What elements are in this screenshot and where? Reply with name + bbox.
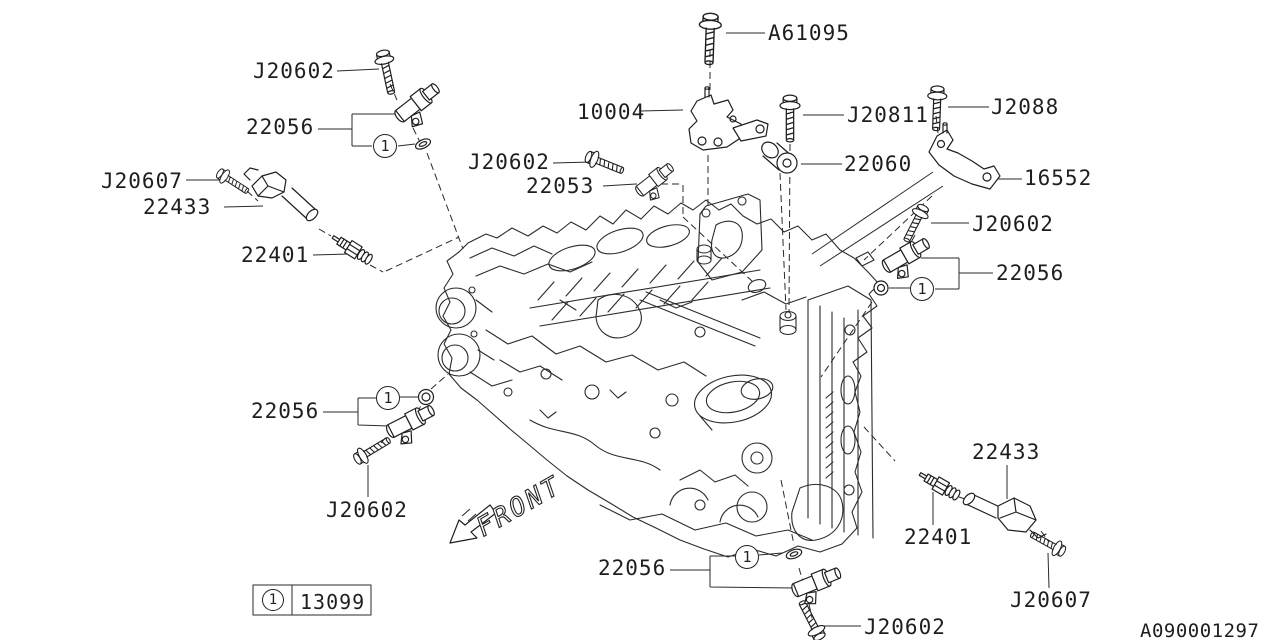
- oring-top-left-drawing: [413, 136, 433, 152]
- camshaft-sensor-top-left-drawing: [391, 79, 451, 135]
- spark-plug-left-drawing: [331, 235, 373, 265]
- callout-symbol-bottom-center: 1: [735, 545, 759, 569]
- knock-sensor-22060-drawing: [761, 141, 798, 174]
- part-label-22060: 22060: [844, 152, 913, 176]
- callout-symbol-right: 1: [910, 277, 934, 301]
- legend-callout-symbol: 1: [262, 589, 284, 611]
- part-label-j20607-bottom-right: J20607: [1010, 588, 1092, 612]
- sensor-22053-drawing: [632, 159, 683, 207]
- bolt-j20602-top-left-drawing: [372, 47, 402, 97]
- part-label-22056-right: 22056: [996, 261, 1065, 285]
- bolt-j20602-bottom-left-drawing: [350, 431, 395, 469]
- ignition-coil-bottom-right-drawing: [962, 492, 1047, 539]
- front-direction-label: FRONT: [472, 470, 568, 543]
- bolt-j2088-drawing: [925, 85, 948, 132]
- legend-box: [252, 584, 372, 616]
- part-label-22433-left: 22433: [143, 195, 212, 219]
- ignition-coil-left-drawing: [243, 167, 319, 222]
- engine-block-drawing: [435, 193, 880, 558]
- part-label-22401-left: 22401: [241, 243, 310, 267]
- part-label-j20602-top-left: J20602: [253, 59, 335, 83]
- part-label-j20811: J20811: [847, 103, 929, 127]
- bracket-16552-drawing: [928, 122, 1001, 190]
- leader-lines: [186, 32, 1050, 627]
- bolt-j20811-drawing: [779, 94, 801, 143]
- callout-symbol-bottom-left: 1: [376, 386, 400, 410]
- bracket-10004-drawing: [688, 86, 769, 151]
- part-label-22401-bottom-right: 22401: [904, 525, 973, 549]
- oring-bottom-center-drawing: [784, 546, 804, 562]
- part-label-a61095: A61095: [768, 21, 850, 45]
- callout-symbol-top-left: 1: [373, 134, 397, 158]
- bolt-j20607-left-drawing: [213, 165, 253, 199]
- part-label-10004: 10004: [577, 100, 646, 124]
- part-label-j20602-center: J20602: [468, 150, 550, 174]
- drawing-number: A090001297: [1140, 620, 1260, 640]
- part-label-j20602-right: J20602: [972, 212, 1054, 236]
- bolt-a61095-drawing: [697, 12, 723, 66]
- oring-bottom-left-drawing: [417, 388, 435, 406]
- part-label-j2088: J2088: [991, 95, 1060, 119]
- part-label-22433-bottom-right: 22433: [972, 440, 1041, 464]
- part-label-22056-bottom-left: 22056: [251, 399, 320, 423]
- part-label-j20602-bottom-center: J20602: [864, 615, 946, 639]
- front-direction-arrow: [449, 504, 497, 544]
- crankshaft-sensor-bottom-center-drawing: [788, 563, 848, 611]
- spark-plug-bottom-right-drawing: [918, 472, 961, 501]
- part-label-j20602-bottom-left: J20602: [326, 498, 408, 522]
- part-label-j20607-left: J20607: [101, 169, 183, 193]
- part-label-22056-bottom-center: 22056: [598, 556, 667, 580]
- legend-part-number: 13099: [300, 590, 366, 614]
- part-label-22056-top-left: 22056: [246, 115, 315, 139]
- part-label-22053: 22053: [526, 174, 595, 198]
- oring-right-drawing: [873, 280, 889, 296]
- part-label-16552: 16552: [1024, 166, 1093, 190]
